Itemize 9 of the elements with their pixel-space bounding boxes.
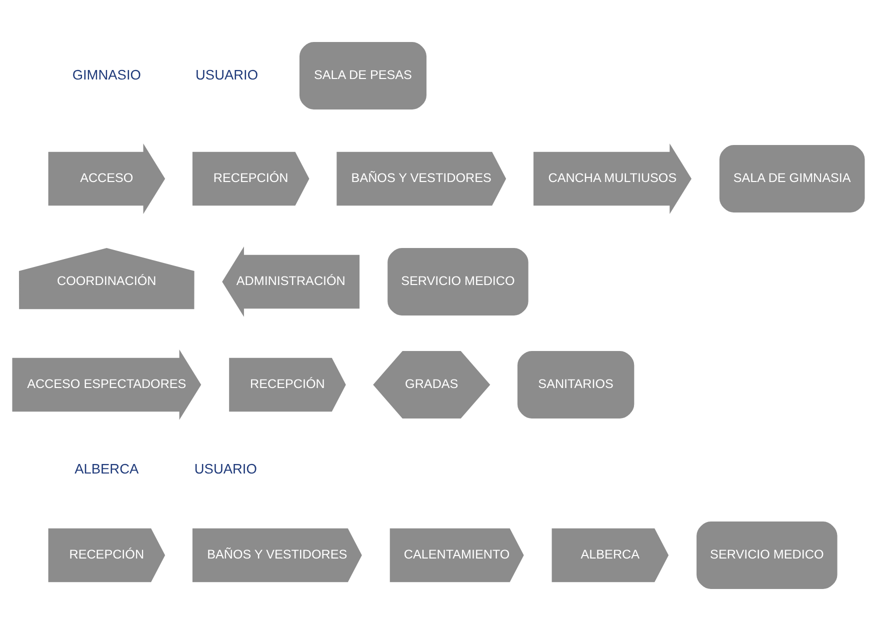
label: USUARIO [194, 462, 257, 477]
label: USUARIO [196, 67, 258, 82]
label: GIMNASIO [72, 67, 141, 82]
node-box: SALA DE GIMNASIA [719, 145, 865, 213]
node-box: SALA DE PESAS [299, 42, 426, 110]
node-box: SERVICIO MEDICO [696, 521, 838, 589]
node-box: SERVICIO MEDICO [388, 248, 528, 316]
node-box: SANITARIOS [517, 350, 634, 418]
label: ALBERCA [74, 462, 139, 477]
